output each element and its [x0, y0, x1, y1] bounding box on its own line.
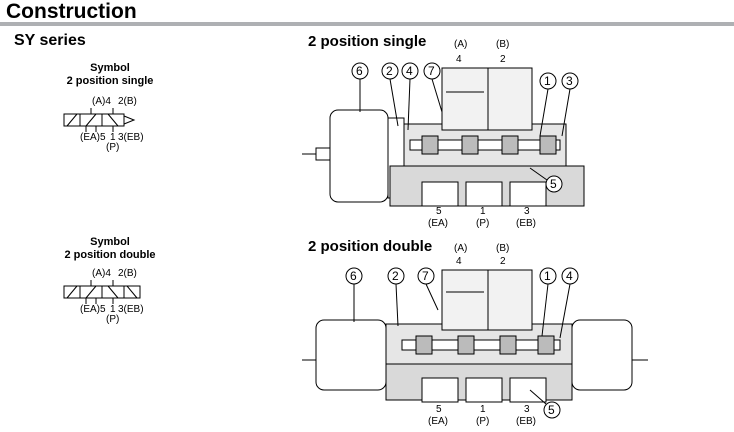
section-2-port-ea-label: (EA)	[428, 416, 448, 427]
section-2-port-eb-label: (EB)	[516, 416, 536, 427]
section-2-port-eb-num: 3	[524, 404, 530, 415]
section-1-port-a-num: 4	[456, 54, 462, 65]
section-1-callout-6: 6	[356, 64, 363, 78]
symbol-1-valve-icon	[63, 108, 136, 132]
symbol-2-port-a: (A)4	[92, 268, 111, 279]
section-2-title: 2 position double	[308, 238, 433, 255]
section-2-callout-1: 1	[544, 269, 551, 283]
section-1-title: 2 position single	[308, 33, 427, 50]
symbol-2-valve-icon	[63, 280, 141, 304]
symbol-1-port-eb: 3(EB)	[118, 132, 144, 143]
section-2-port-p-num: 1	[480, 404, 486, 415]
section-2-callout-5: 5	[548, 403, 555, 417]
section-2-valve-body	[302, 269, 648, 403]
section-2-callout-7: 7	[422, 269, 429, 283]
symbol-1-port-b: 2(B)	[118, 96, 137, 107]
section-1-callout-3: 3	[566, 74, 573, 88]
section-1-port-ea-num: 5	[436, 206, 442, 217]
section-1-valve-body	[302, 67, 585, 207]
section-2-port-a-num: 4	[456, 256, 462, 267]
section-1-callout-4: 4	[406, 64, 413, 78]
section-1-callout-markers	[351, 62, 579, 193]
section-1-callout-1: 1	[544, 74, 551, 88]
symbol-1-port-p: (P)	[106, 142, 119, 152]
section-1-port-eb-label: (EB)	[516, 218, 536, 229]
title-divider	[0, 22, 734, 26]
symbol-1-port-ea: (EA)5	[80, 132, 106, 143]
symbol-2-port-p: (P)	[106, 314, 119, 324]
section-2-callout-markers	[345, 267, 579, 419]
series-title: SY series	[14, 32, 86, 49]
symbol-1-label: Symbol 2 position single	[40, 62, 180, 88]
symbol-1-port-a: (A)4	[92, 96, 111, 107]
symbol-1-diagram: (A)4 2(B) (EA)5 1 3(EB) (P)	[63, 96, 144, 152]
section-1-callout-2: 2	[386, 64, 393, 78]
section-2-port-b-label: (B)	[496, 243, 509, 254]
section-1-port-eb-num: 3	[524, 206, 530, 217]
section-1-port-b-label: (B)	[496, 39, 509, 50]
section-1-port-p-num: 1	[480, 206, 486, 217]
section-1-port-p-label: (P)	[476, 218, 489, 229]
section-1-port-b-num: 2	[500, 54, 506, 65]
symbol-2-diagram: (A)4 2(B) (EA)5 1 3(EB) (P)	[63, 268, 144, 324]
section-1-cross-section: (A) (B) 4 2 6 2 4 7 1	[302, 39, 585, 229]
section-2-port-ea-num: 5	[436, 404, 442, 415]
page-title: Construction	[6, 0, 137, 23]
section-1-port-a-label: (A)	[454, 39, 467, 50]
section-1-callout-7: 7	[428, 64, 435, 78]
section-1-port-ea-label: (EA)	[428, 218, 448, 229]
symbol-2-heading: Symbol	[90, 236, 130, 248]
symbol-2-label: Symbol 2 position double	[40, 236, 180, 262]
section-2-port-p-label: (P)	[476, 416, 489, 427]
section-2-port-b-num: 2	[500, 256, 506, 267]
symbol-2-port-b: 2(B)	[118, 268, 137, 279]
symbol-1-heading: Symbol	[90, 62, 130, 74]
symbol-2-port-p-num: 1	[110, 304, 116, 315]
symbol-2-port-eb: 3(EB)	[118, 304, 144, 315]
section-2-cross-section: (A) (B) 4 2 6 2 7 1 4 5 5	[302, 243, 648, 427]
section-2-callout-6: 6	[350, 269, 357, 283]
symbol-2-port-ea: (EA)5	[80, 304, 106, 315]
section-2-callout-2: 2	[392, 269, 399, 283]
symbol-1-subtitle: 2 position single	[66, 75, 154, 87]
symbol-2-subtitle: 2 position double	[64, 249, 156, 261]
section-1-callout-5: 5	[550, 177, 557, 191]
section-2-port-a-label: (A)	[454, 243, 467, 254]
symbol-1-port-p-num: 1	[110, 132, 116, 143]
section-2-callout-4: 4	[566, 269, 573, 283]
